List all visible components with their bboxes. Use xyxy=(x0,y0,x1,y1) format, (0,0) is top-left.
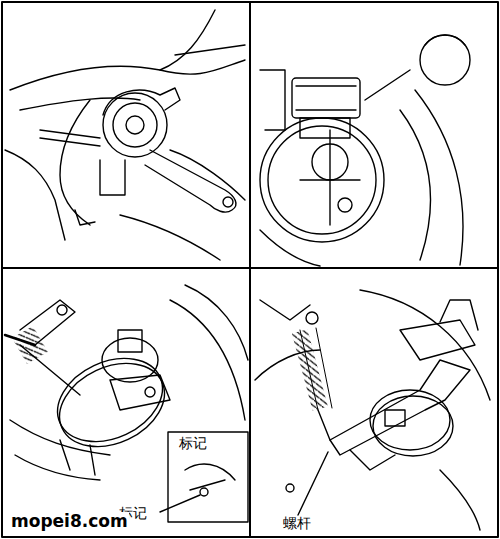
nut-label: 螺杆 xyxy=(282,516,312,531)
inset-mark-label: 标记 xyxy=(178,436,208,451)
watermark: mopei8.com xyxy=(10,512,129,531)
